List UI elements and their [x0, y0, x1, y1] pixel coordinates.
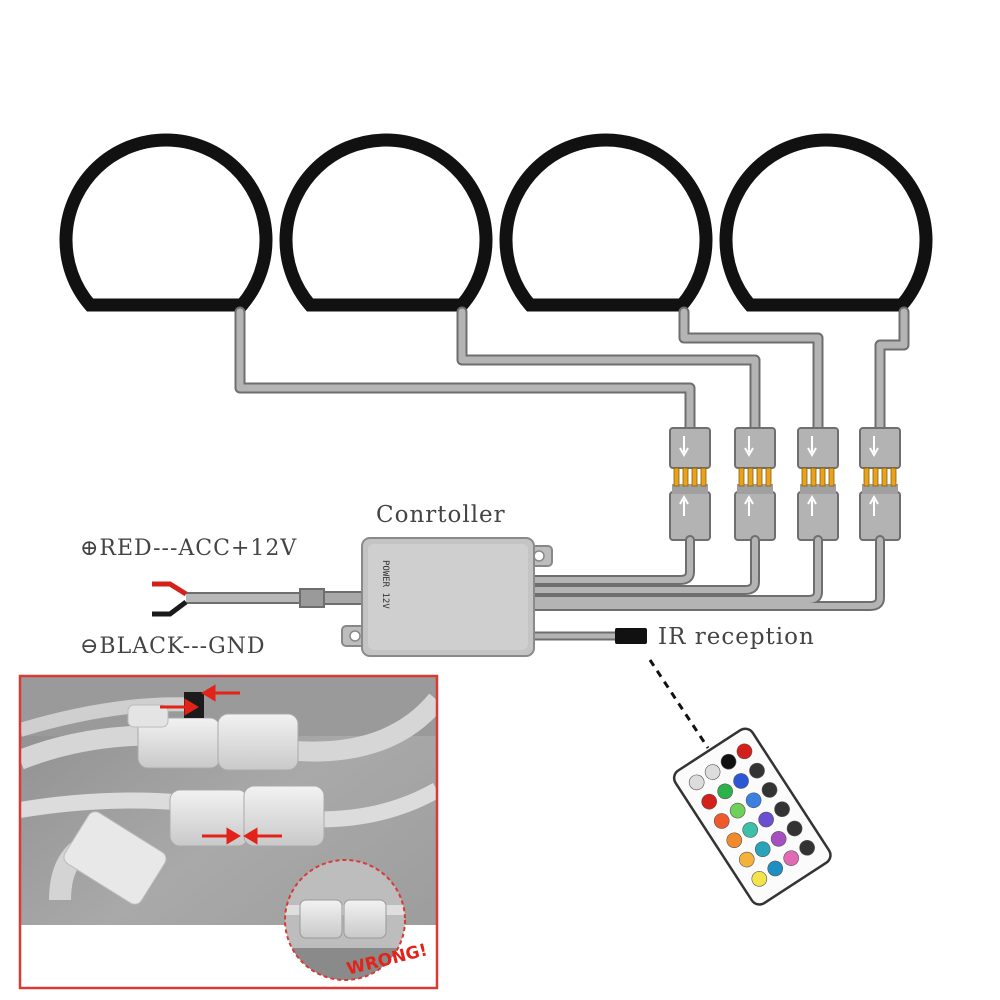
connector-photo: [18, 674, 439, 990]
black-wire: [152, 600, 188, 617]
ir-cable: [530, 628, 710, 749]
black-wire-label: ⊖BLACK---GND: [80, 634, 266, 659]
rgb-ir-remote-icon: [672, 727, 832, 906]
angel-eye-ring-4: [719, 133, 933, 312]
controller-cables: [529, 535, 885, 611]
angel-eye-ring-2: [279, 133, 493, 312]
red-wire: [152, 581, 188, 597]
ring-cables: [234, 306, 910, 434]
power-wires: [152, 581, 363, 617]
ir-reception-label: IR reception: [658, 624, 815, 650]
red-wire-label: ⊕RED---ACC+12V: [80, 536, 298, 561]
controller-box: [341, 537, 553, 657]
rgb-connector-4: [859, 427, 901, 541]
angel-eye-rings: [59, 133, 933, 312]
controller-label: Conrtoller: [376, 502, 506, 528]
rgb-connector-1: [669, 427, 711, 541]
ir-sensor-icon: [615, 628, 647, 644]
rgb-connector-2: [734, 427, 776, 541]
angel-eye-ring-1: [59, 133, 273, 312]
rgb-connector-3: [797, 427, 839, 541]
power-rating-label: POWER 12V: [380, 560, 390, 609]
connectors: [669, 427, 901, 541]
angel-eye-ring-3: [499, 133, 713, 312]
